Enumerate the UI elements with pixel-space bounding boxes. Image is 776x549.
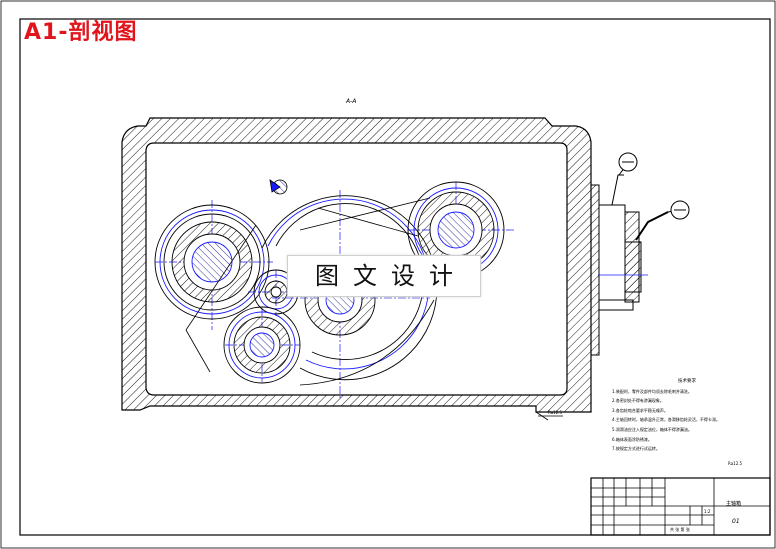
watermark-banner: 图文设计 [287,255,481,297]
title-block [590,477,771,536]
roughness-symbol: Ra12.5 [728,461,743,466]
bolt-symbol [269,179,288,195]
shift-lever-assembly [590,152,690,356]
dimension-lines [185,197,563,421]
right-gear [407,181,505,279]
housing-section [121,117,592,413]
note-item: 4.主轴回转时，轴承温升正常，各滑移齿轮灵活，不得卡滞。 [612,417,720,423]
note-item: 6.箱体表面涂防锈漆。 [612,436,652,442]
drawing-name: 主轴箱 [726,501,742,507]
lower-gear [223,306,301,384]
sheet-count: 共 张 第 张 [670,527,690,532]
note-item: 7.按规定方式进行试运转。 [612,446,660,452]
note-item: 2.各密封处不得有渗漏现象。 [612,398,664,404]
note-item: 5.润滑油应注入规定油位，箱体不得渗漏油。 [612,426,692,432]
technical-notes: 技术要求 1.装配时，零件及部件均须去除毛刺并清洗。 2.各密封处不得有渗漏现象… [612,377,732,454]
note-item: 3.各齿轮啮合要求平稳无噪声。 [612,407,668,413]
drawing-scale: 1:2 [704,509,711,514]
note-item: 1.装配时，零件及部件均须去除毛刺并清洗。 [612,388,692,394]
roughness-symbol: Ra12.5 [548,410,563,415]
inner-frame [19,18,771,536]
notes-title: 技术要求 [678,379,696,384]
section-view-label: A-A [346,98,357,105]
drawing-tag: A1-剖视图 [24,20,138,45]
left-gear [154,204,270,320]
drawing-number: 01 [732,518,740,525]
